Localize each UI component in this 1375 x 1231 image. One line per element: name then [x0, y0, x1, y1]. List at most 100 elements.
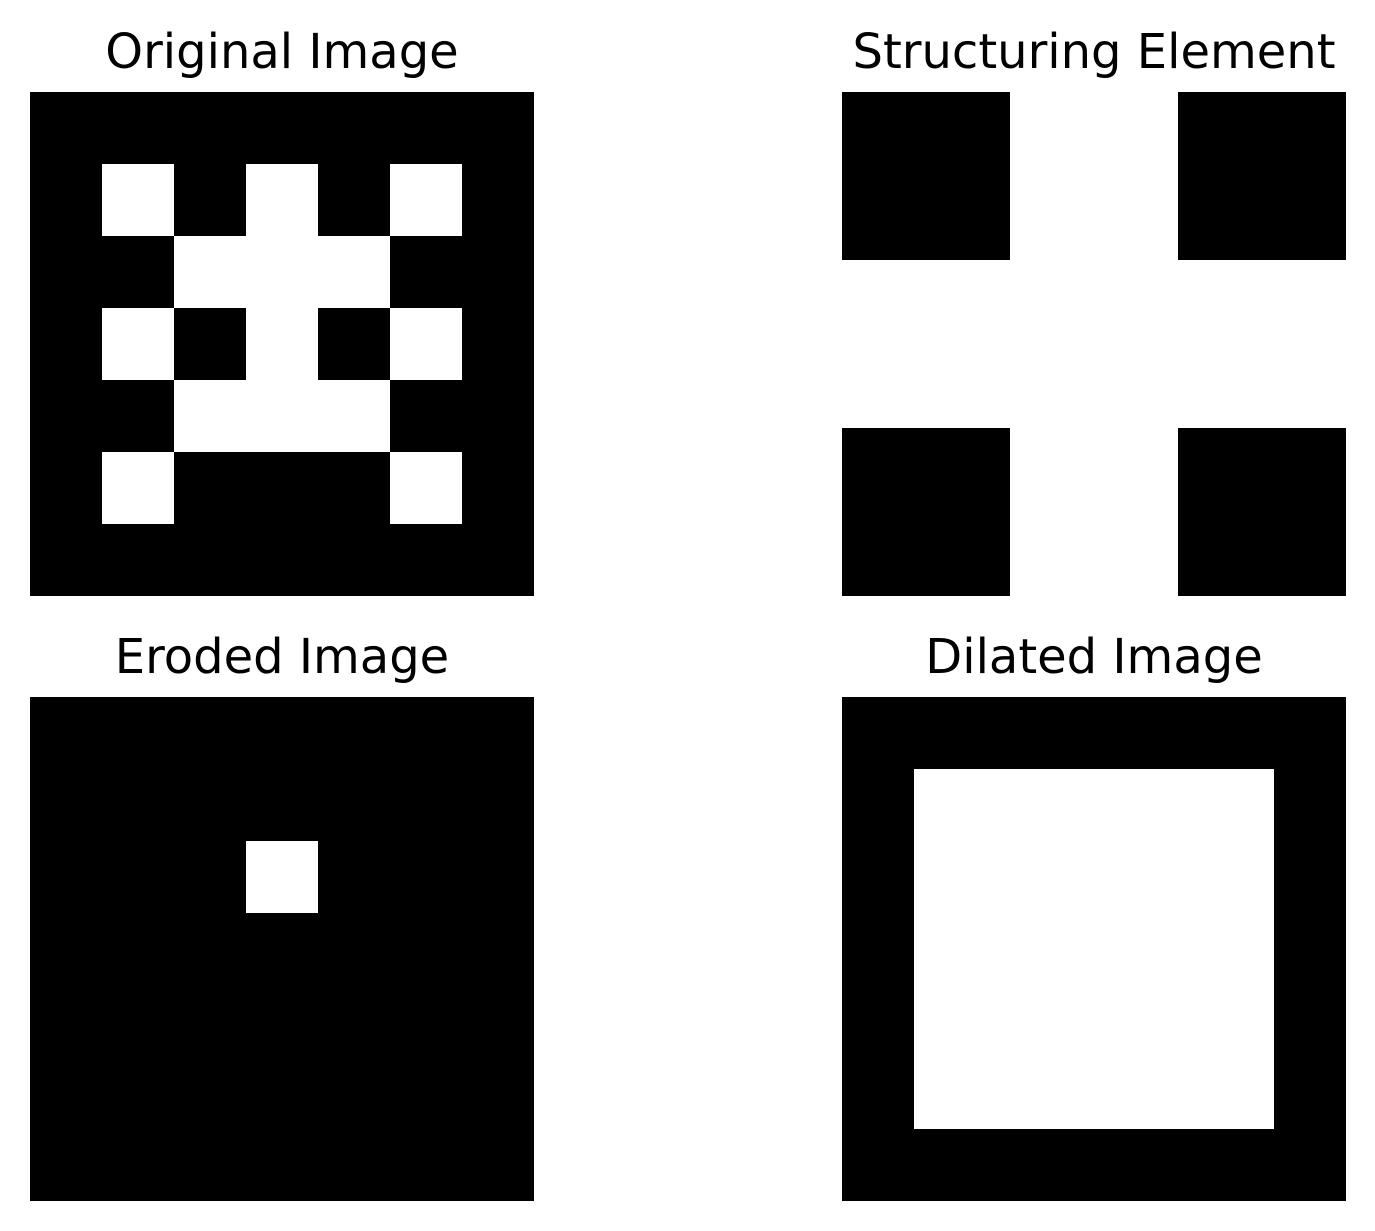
pixel-cell — [462, 913, 534, 985]
pixel-cell — [318, 92, 390, 164]
pixel-cell — [102, 164, 174, 236]
pixel-cell — [986, 1057, 1058, 1129]
pixel-cell — [246, 1057, 318, 1129]
pixel-cell — [102, 697, 174, 769]
pixel-cell — [246, 769, 318, 841]
pixel-cell — [1202, 769, 1274, 841]
pixel-cell — [102, 769, 174, 841]
pixel-cell — [30, 380, 102, 452]
pixel-cell — [462, 236, 534, 308]
pixel-cell — [1178, 428, 1346, 596]
pixel-cell — [174, 92, 246, 164]
pixel-cell — [1274, 1057, 1346, 1129]
pixel-cell — [1202, 985, 1274, 1057]
pixel-cell — [246, 308, 318, 380]
original-image-grid — [30, 92, 534, 596]
dilated-image-title: Dilated Image — [925, 629, 1263, 685]
pixel-cell — [1202, 1057, 1274, 1129]
pixel-cell — [842, 841, 914, 913]
pixel-cell — [1010, 92, 1178, 260]
pixel-cell — [30, 308, 102, 380]
pixel-cell — [246, 452, 318, 524]
pixel-cell — [1130, 697, 1202, 769]
pixel-cell — [914, 769, 986, 841]
pixel-cell — [462, 1129, 534, 1201]
pixel-cell — [986, 913, 1058, 985]
pixel-cell — [842, 769, 914, 841]
pixel-cell — [30, 452, 102, 524]
pixel-cell — [986, 985, 1058, 1057]
pixel-cell — [30, 769, 102, 841]
pixel-cell — [102, 1057, 174, 1129]
pixel-cell — [986, 697, 1058, 769]
pixel-cell — [174, 1129, 246, 1201]
pixel-cell — [318, 985, 390, 1057]
pixel-cell — [1130, 769, 1202, 841]
pixel-cell — [1058, 913, 1130, 985]
pixel-cell — [1058, 985, 1130, 1057]
pixel-cell — [390, 308, 462, 380]
pixel-cell — [462, 308, 534, 380]
pixel-cell — [914, 1057, 986, 1129]
pixel-cell — [986, 769, 1058, 841]
pixel-cell — [390, 1129, 462, 1201]
pixel-cell — [462, 1057, 534, 1129]
pixel-cell — [914, 985, 986, 1057]
pixel-cell — [390, 697, 462, 769]
pixel-cell — [1130, 985, 1202, 1057]
pixel-cell — [30, 913, 102, 985]
pixel-cell — [102, 308, 174, 380]
pixel-cell — [390, 380, 462, 452]
pixel-cell — [318, 164, 390, 236]
pixel-cell — [174, 380, 246, 452]
pixel-cell — [102, 985, 174, 1057]
pixel-cell — [318, 1129, 390, 1201]
pixel-cell — [30, 1057, 102, 1129]
pixel-cell — [318, 1057, 390, 1129]
pixel-cell — [914, 697, 986, 769]
structuring-element-grid — [842, 92, 1346, 596]
pixel-cell — [30, 524, 102, 596]
pixel-cell — [842, 1129, 914, 1201]
pixel-cell — [174, 1057, 246, 1129]
pixel-cell — [842, 913, 914, 985]
pixel-cell — [30, 92, 102, 164]
pixel-cell — [842, 697, 914, 769]
pixel-cell — [1058, 1057, 1130, 1129]
original-image-title: Original Image — [105, 24, 459, 80]
pixel-cell — [174, 236, 246, 308]
pixel-cell — [1178, 92, 1346, 260]
pixel-cell — [1058, 697, 1130, 769]
pixel-cell — [174, 524, 246, 596]
pixel-cell — [1274, 1129, 1346, 1201]
pixel-cell — [1202, 697, 1274, 769]
pixel-cell — [842, 428, 1010, 596]
pixel-cell — [842, 92, 1010, 260]
pixel-cell — [246, 380, 318, 452]
pixel-cell — [1130, 913, 1202, 985]
pixel-cell — [1274, 985, 1346, 1057]
pixel-cell — [1010, 260, 1178, 428]
pixel-cell — [174, 452, 246, 524]
pixel-cell — [30, 985, 102, 1057]
pixel-cell — [246, 697, 318, 769]
pixel-cell — [842, 1057, 914, 1129]
structuring-element-title: Structuring Element — [852, 24, 1336, 80]
pixel-cell — [462, 380, 534, 452]
pixel-cell — [462, 985, 534, 1057]
pixel-cell — [842, 985, 914, 1057]
pixel-cell — [1274, 769, 1346, 841]
pixel-cell — [1202, 913, 1274, 985]
pixel-cell — [174, 164, 246, 236]
pixel-cell — [246, 524, 318, 596]
pixel-cell — [102, 236, 174, 308]
pixel-cell — [390, 769, 462, 841]
pixel-cell — [986, 841, 1058, 913]
pixel-cell — [246, 92, 318, 164]
pixel-cell — [390, 1057, 462, 1129]
pixel-cell — [1202, 1129, 1274, 1201]
pixel-cell — [174, 308, 246, 380]
pixel-cell — [174, 985, 246, 1057]
pixel-cell — [102, 841, 174, 913]
pixel-cell — [1058, 841, 1130, 913]
